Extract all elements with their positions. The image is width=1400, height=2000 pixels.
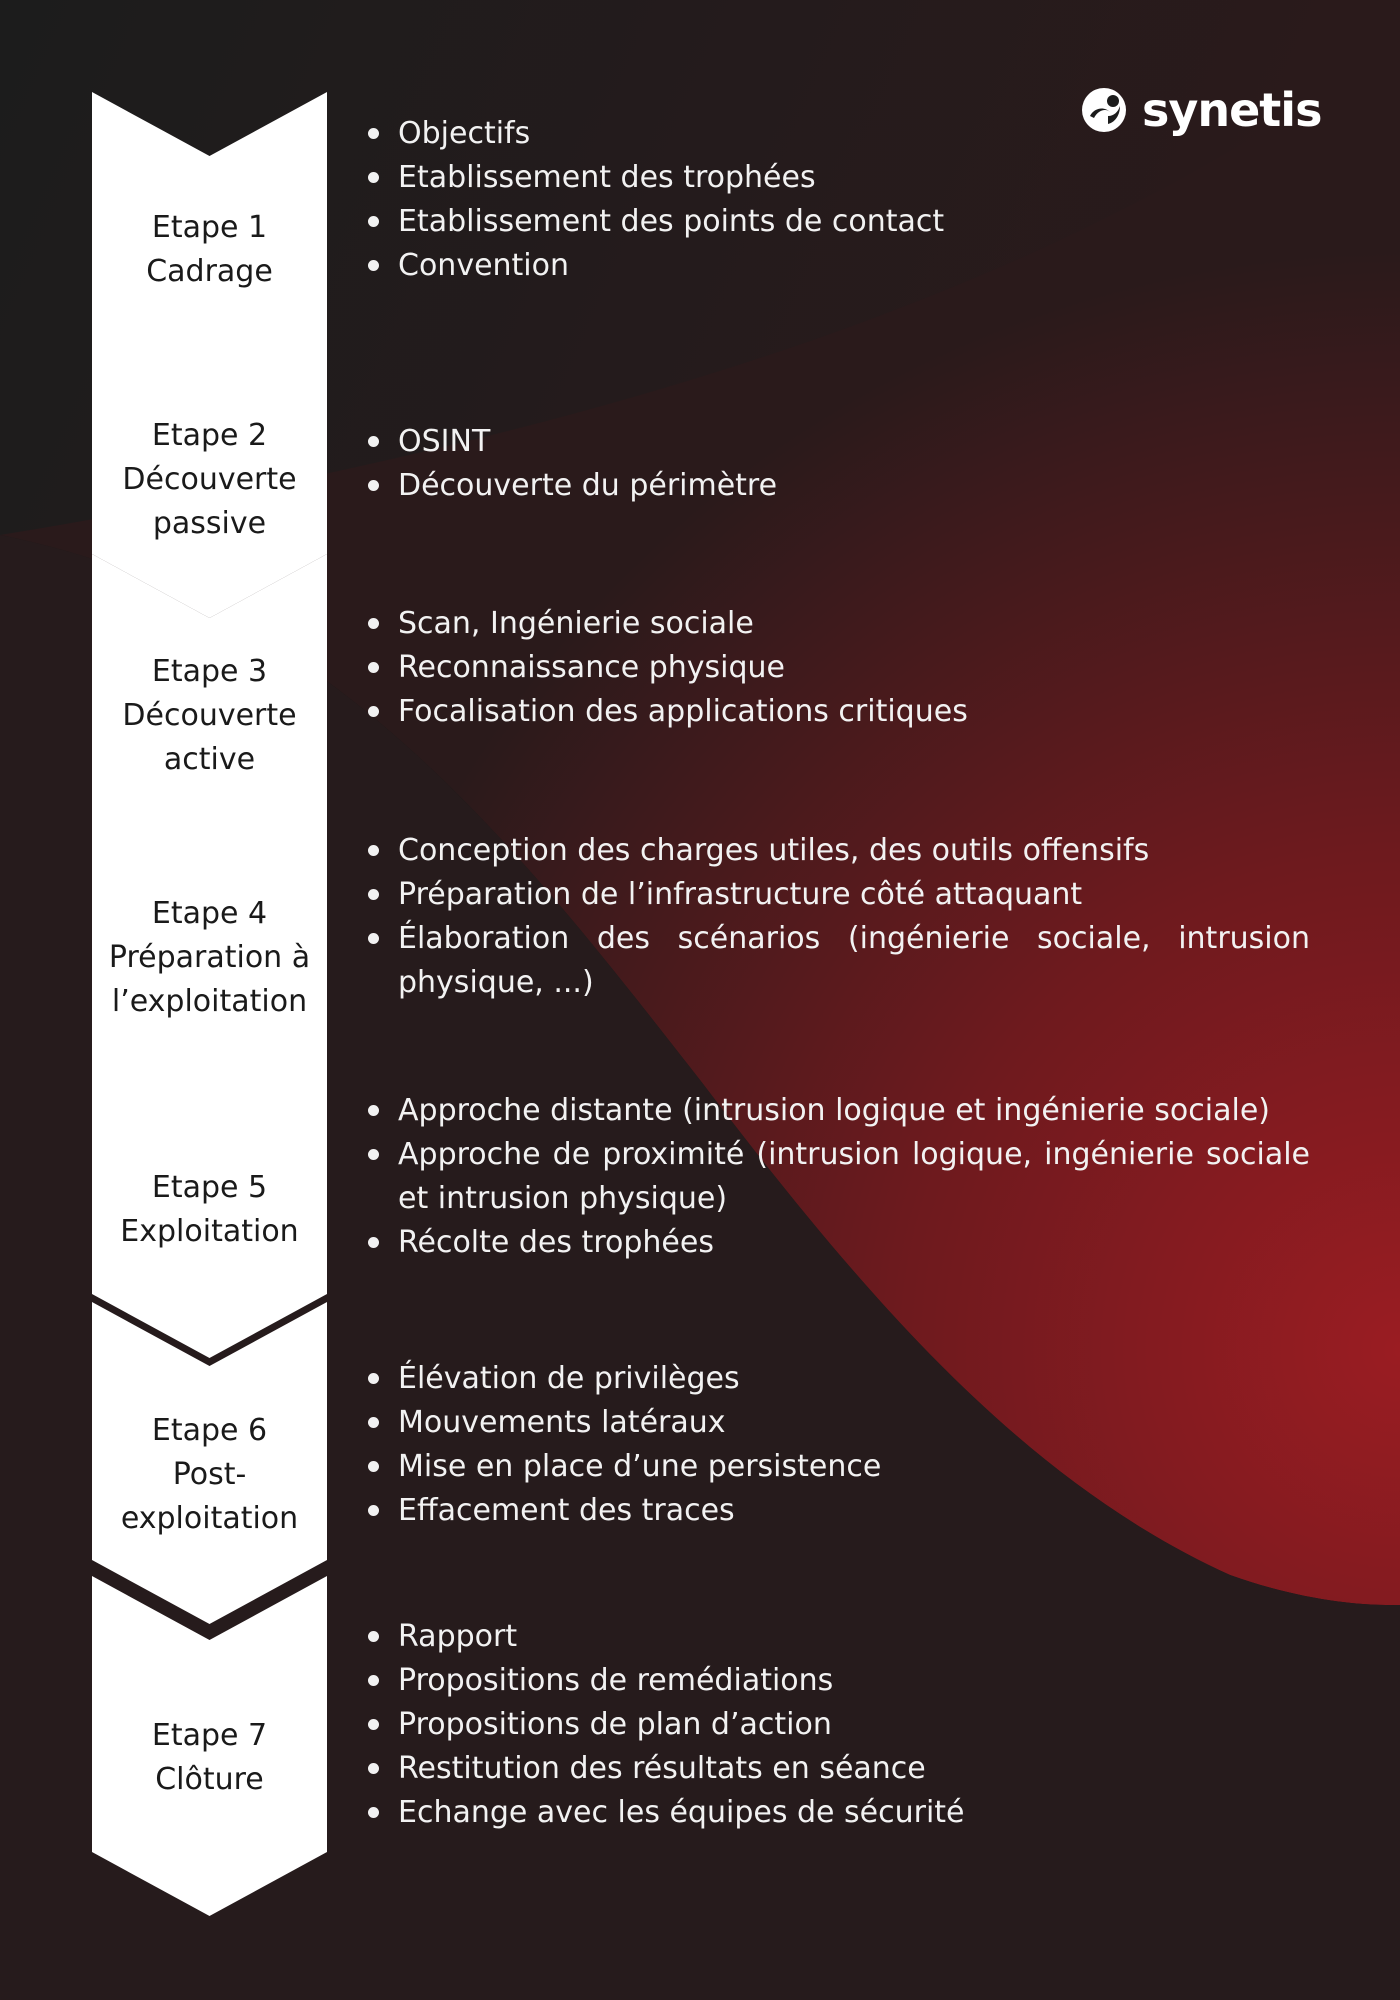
step-number: Etape 4 [151, 896, 268, 931]
list-item: Conception des charges utiles, des outil… [360, 829, 1310, 873]
step-5-items: Approche distante (intrusion logique et … [360, 1089, 1310, 1265]
step-label: Etape 3 Découverte active [122, 650, 296, 782]
step-label: Etape 5 Exploitation [120, 1166, 298, 1254]
chevron-shape [92, 318, 327, 618]
list-item: Etablissement des trophées [360, 156, 1310, 200]
list-item: Découverte du périmètre [360, 464, 1310, 508]
step-title: Découverte [122, 462, 297, 497]
chevron-shape [92, 554, 327, 854]
list-item: Scan, Ingénierie sociale [360, 602, 1310, 646]
step-number: Etape 1 [151, 210, 268, 245]
list-item: Élévation de privilèges [360, 1357, 1310, 1401]
list-item: Approche distante (intrusion logique et … [360, 1089, 1310, 1133]
step-title: active [163, 742, 256, 777]
step-number: Etape 5 [151, 1170, 268, 1205]
list-item: Élaboration des scénarios (ingénierie so… [360, 917, 1310, 1005]
list-item: Convention [360, 244, 1310, 288]
step-chevron-2: Etape 2 Découverte passive [92, 318, 327, 618]
list-item: Objectifs [360, 112, 1310, 156]
step-title: exploitation [120, 1501, 299, 1536]
step-title: Préparation à [108, 940, 311, 975]
step-title: Cadrage [146, 254, 273, 289]
list-item: Propositions de remédiations [360, 1659, 1310, 1703]
step-chevron-5: Etape 5 Exploitation [92, 1038, 327, 1358]
list-item: Restitution des résultats en séance [360, 1747, 1310, 1791]
step-number: Etape 3 [151, 654, 268, 689]
step-title: Découverte [122, 698, 297, 733]
list-item: Reconnaissance physique [360, 646, 1310, 690]
step-chevron-4: Etape 4 Préparation à l’exploitation [92, 786, 327, 1106]
step-4-items: Conception des charges utiles, des outil… [360, 829, 1310, 1005]
list-item: Approche de proximité (intrusion logique… [360, 1133, 1310, 1221]
step-label: Etape 1 Cadrage [146, 206, 273, 294]
step-label: Etape 2 Découverte passive [122, 414, 296, 546]
list-item: Effacement des traces [360, 1489, 1310, 1533]
list-item: Etablissement des points de contact [360, 200, 1310, 244]
step-number: Etape 6 [151, 1413, 268, 1448]
list-item: Mouvements latéraux [360, 1401, 1310, 1445]
chevron-shape [92, 786, 327, 1106]
list-item: Mise en place d’une persistence [360, 1445, 1310, 1489]
chevron-shape [92, 1576, 327, 1916]
step-label: Etape 4 Préparation à l’exploitation [109, 892, 310, 1024]
step-title: l’exploitation [111, 984, 308, 1019]
list-item: Rapport [360, 1615, 1310, 1659]
step-title: Exploitation [120, 1214, 299, 1249]
step-label: Etape 7 Clôture [152, 1714, 267, 1802]
list-item: Echange avec les équipes de sécurité [360, 1791, 1310, 1835]
step-title: passive [152, 506, 267, 541]
step-title: Post- [172, 1457, 247, 1492]
list-item: Préparation de l’infrastructure côté att… [360, 873, 1310, 917]
step-chevron-3: Etape 3 Découverte active [92, 554, 327, 854]
chevron-shape [92, 1302, 327, 1624]
brand-name: synetis [1142, 83, 1322, 137]
synetis-logo: synetis [1080, 83, 1322, 137]
list-item: Propositions de plan d’action [360, 1703, 1310, 1747]
list-item: OSINT [360, 420, 1310, 464]
chevron-shape [92, 1038, 327, 1358]
step-title: Clôture [155, 1762, 264, 1797]
step-number: Etape 2 [151, 418, 268, 453]
list-item: Focalisation des applications critiques [360, 690, 1310, 734]
step-chevron-1: Etape 1 Cadrage [92, 92, 327, 384]
step-label: Etape 6 Post-exploitation [121, 1409, 298, 1541]
step-chevron-7: Etape 7 Clôture [92, 1576, 327, 1916]
list-item: Récolte des trophées [360, 1221, 1310, 1265]
step-chevron-6: Etape 6 Post-exploitation [92, 1302, 327, 1624]
chevron-shape [92, 92, 327, 384]
synetis-logo-icon [1082, 88, 1126, 132]
step-number: Etape 7 [151, 1718, 268, 1753]
